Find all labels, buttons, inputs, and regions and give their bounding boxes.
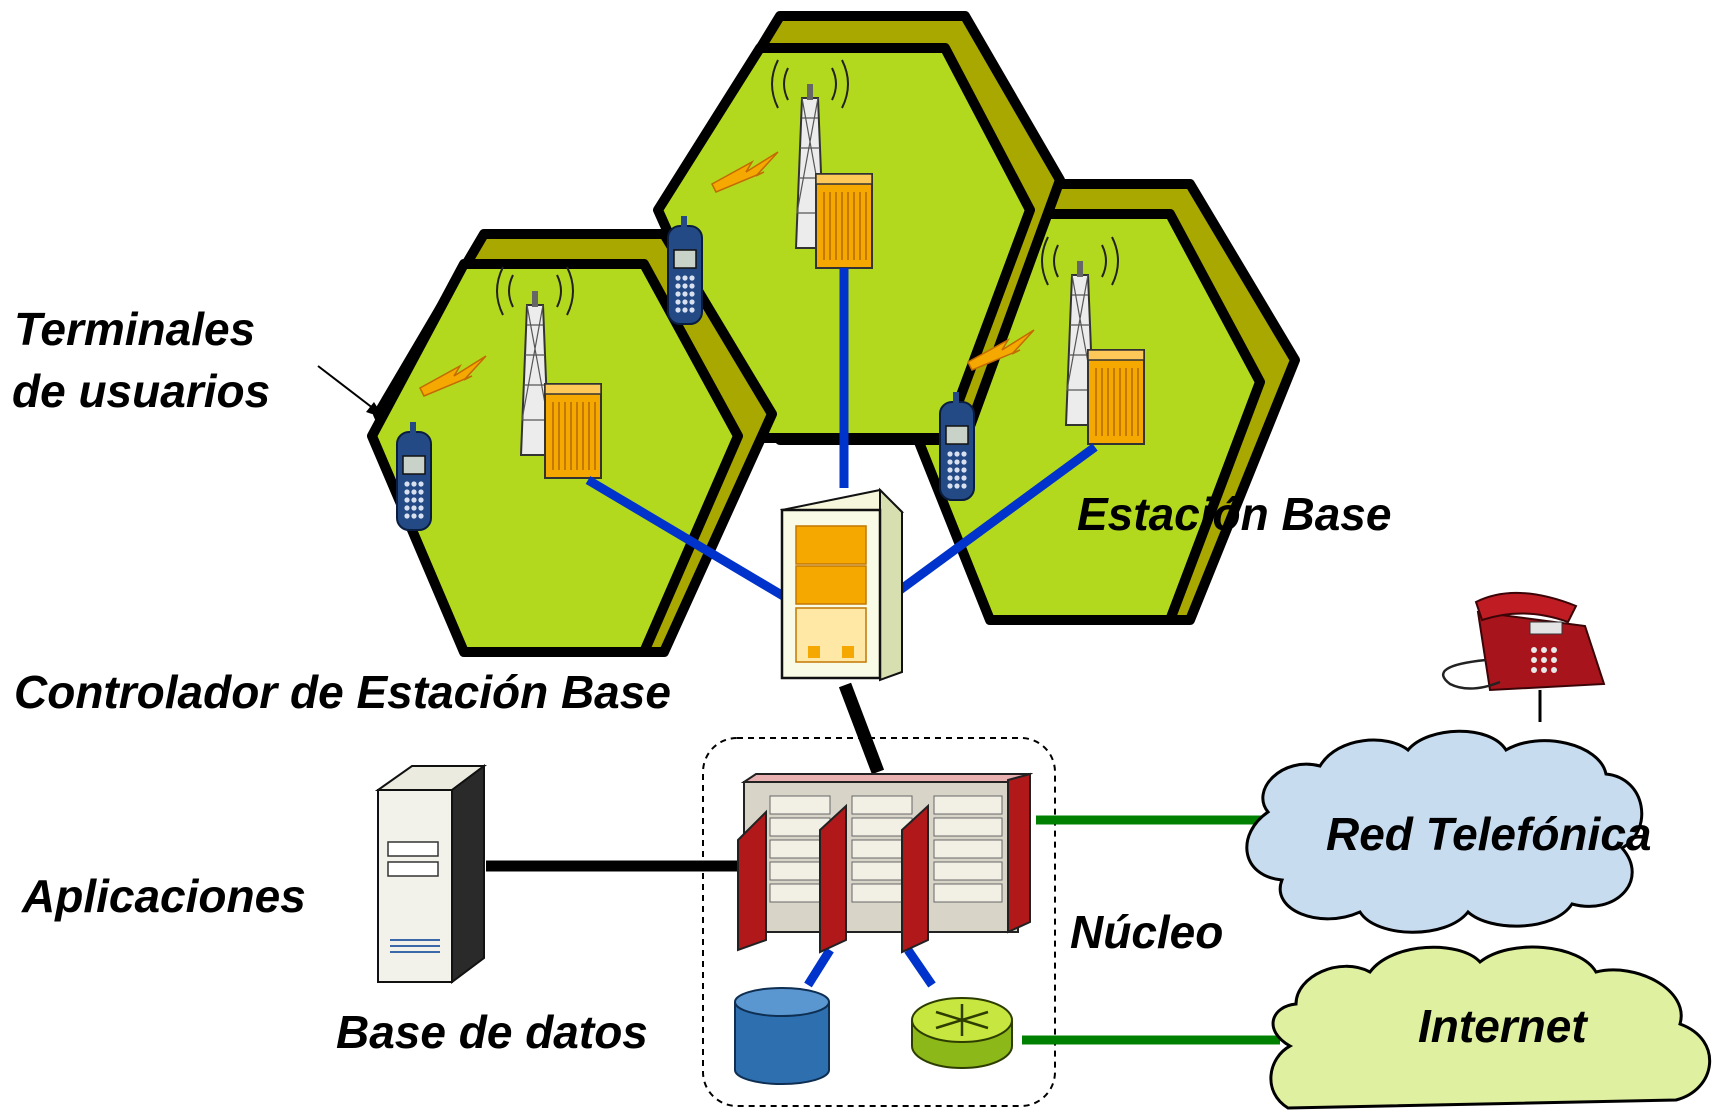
label-applications: Aplicaciones <box>21 870 306 922</box>
router-icon <box>911 997 1013 1069</box>
database-cylinder-icon <box>734 987 830 1085</box>
desk-phone-icon <box>1442 591 1606 722</box>
mobile-phone-icon <box>939 391 975 501</box>
link-bts-left <box>585 476 793 604</box>
bts-cabinet-icon <box>815 173 873 269</box>
link-core-db <box>804 947 834 988</box>
external-links <box>1022 815 1280 1045</box>
cloud-icon <box>1269 945 1711 1110</box>
label-terminals-line1: Terminales <box>14 303 255 355</box>
bsc-cabinet-icon <box>779 487 905 682</box>
mobile-phone-icon <box>396 421 432 531</box>
label-telephone-network: Red Telefónica <box>1326 808 1651 860</box>
mobile-phone-icon <box>667 215 703 325</box>
link-core-router <box>904 947 936 988</box>
label-internet: Internet <box>1418 1000 1588 1052</box>
label-terminals-line2: de usuarios <box>12 365 270 417</box>
bts-cabinet-icon <box>1087 349 1145 445</box>
link-bsc-core <box>838 682 885 775</box>
server-icon <box>374 764 487 984</box>
label-core: Núcleo <box>1070 906 1223 958</box>
label-bsc: Controlador de Estación Base <box>14 666 671 718</box>
radio-access-links <box>585 268 1098 604</box>
label-base-station: Estación Base <box>1077 488 1391 540</box>
core-switch-icon <box>737 772 1034 954</box>
core-links <box>486 682 936 988</box>
core-boundary <box>702 737 1056 1107</box>
label-database: Base de datos <box>336 1006 648 1058</box>
link-bts-right <box>897 443 1098 594</box>
pointer-arrow-icon <box>317 365 384 418</box>
bts-cabinet-icon <box>544 383 602 479</box>
cloud-icon <box>1245 729 1644 934</box>
